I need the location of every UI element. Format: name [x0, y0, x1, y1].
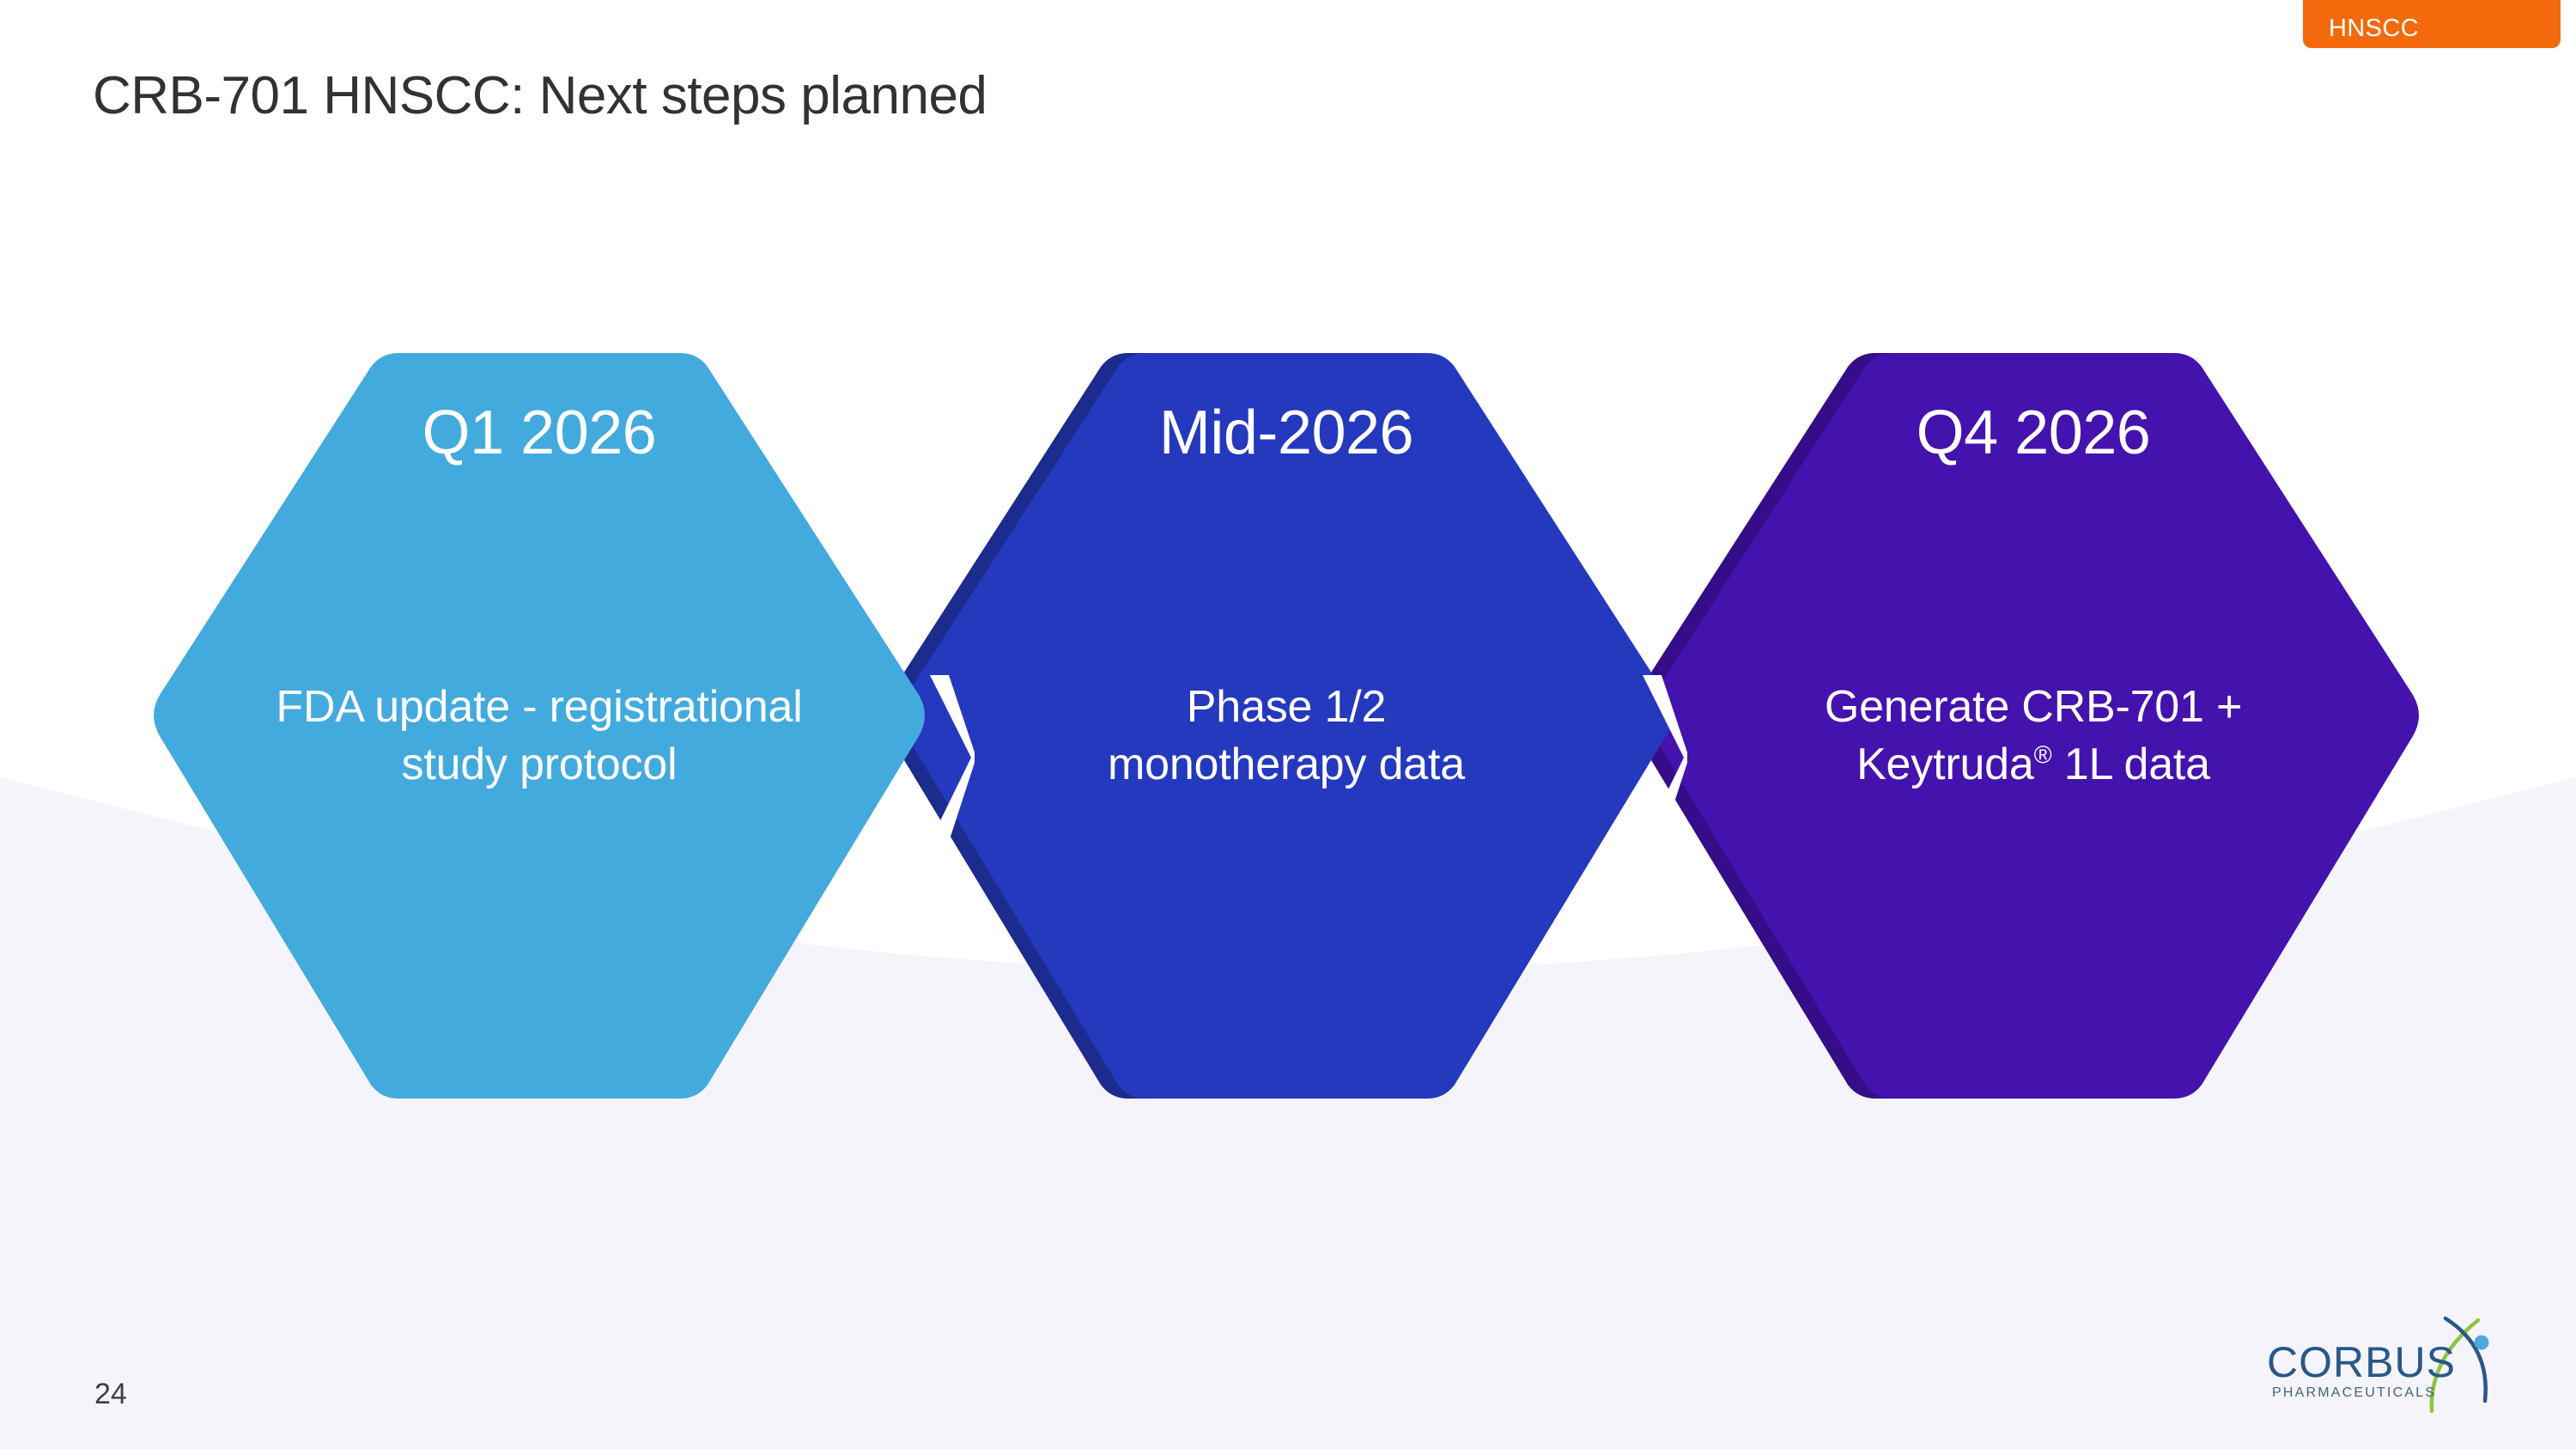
category-tab-label: HNSCC [2329, 15, 2420, 42]
page-title: CRB-701 HNSCC: Next steps planned [93, 66, 987, 125]
timeline-step-q1-2026[interactable]: Q1 2026 FDA update - registrational stud… [144, 348, 934, 1104]
logo-tagline: PHARMACEUTICALS [2272, 1385, 2436, 1400]
logo-wordmark: CORBUS [2267, 1338, 2456, 1386]
corbus-logo: CORBUS PHARMACEUTICALS [2267, 1316, 2489, 1414]
logo-dot-icon [2474, 1335, 2489, 1350]
hexagon-shape-2 [891, 353, 1672, 1099]
category-tab-hnscc[interactable]: HNSCC [2303, 0, 2561, 48]
timeline-step-mid-2026[interactable]: Mid-2026 Phase 1/2 monotherapy data [891, 348, 1681, 1104]
hexagon-shape-1 [154, 353, 925, 1099]
page-number: 24 [94, 1378, 127, 1410]
timeline-hexagon-row: Q1 2026 FDA update - registrational stud… [0, 348, 2576, 1112]
hexagon-shape-3 [1638, 353, 2419, 1099]
timeline-step-q4-2026[interactable]: Q4 2026 Generate CRB-701 + Keytruda® 1L … [1638, 348, 2428, 1104]
